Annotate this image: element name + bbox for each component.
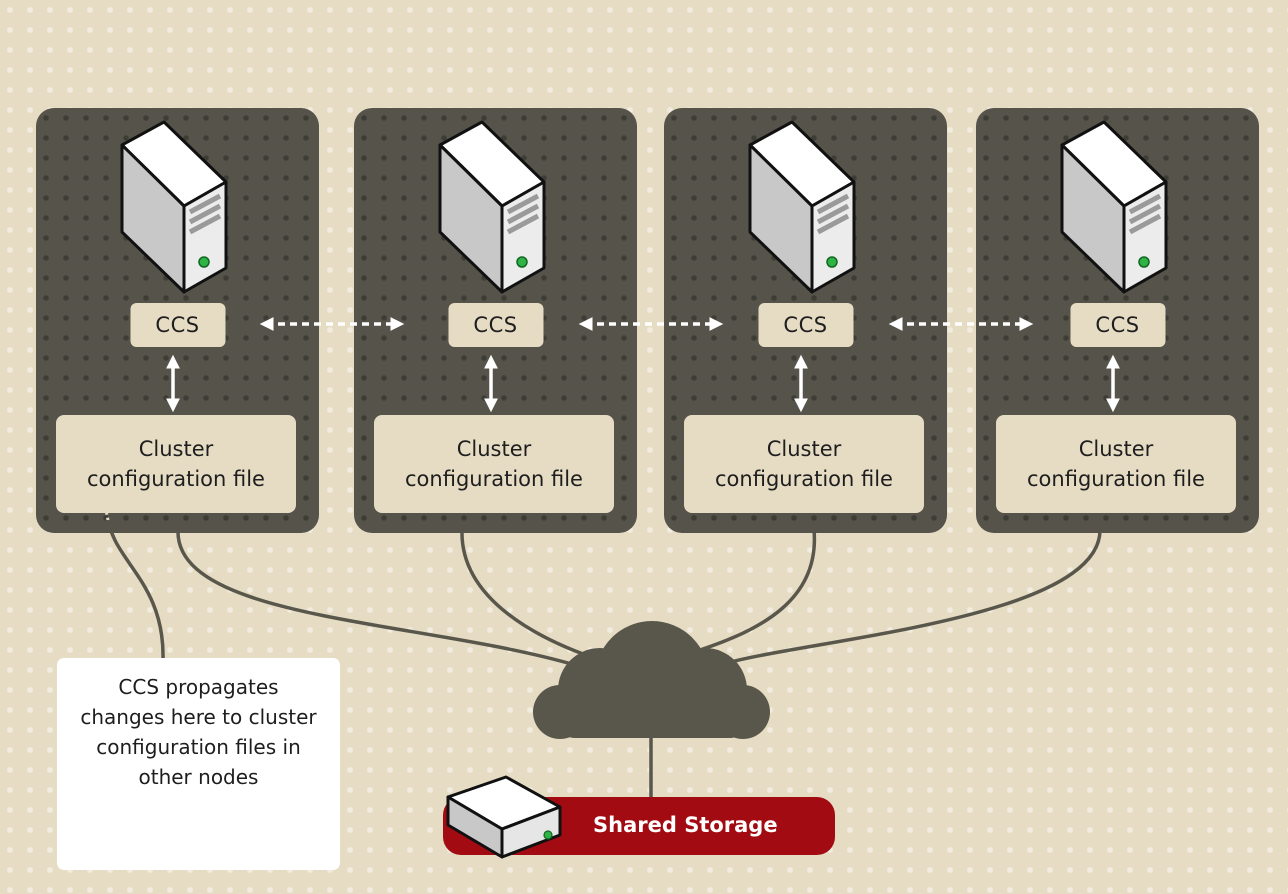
note-line: changes here to cluster <box>80 705 317 729</box>
config-file-subtitle: configuration file <box>715 467 893 491</box>
cluster-node-4: CCS Cluster configuration file <box>976 108 1259 533</box>
config-file-title: Cluster <box>766 437 842 461</box>
cable-node-2 <box>460 529 601 662</box>
config-file-subtitle: configuration file <box>87 467 265 491</box>
cable-node-4 <box>719 529 1102 667</box>
note-line: CCS propagates <box>118 675 279 699</box>
network-cloud-icon <box>533 621 770 739</box>
note-line: configuration files in <box>96 735 301 759</box>
note-connector-dash <box>102 499 110 521</box>
ccs-box: CCS <box>1070 303 1165 347</box>
config-file-box: Cluster configuration file <box>996 415 1236 513</box>
config-file-subtitle: configuration file <box>405 467 583 491</box>
shared-storage-label: Shared Storage <box>593 813 778 837</box>
storage-drive-icon <box>446 775 562 859</box>
server-icon <box>1060 120 1168 294</box>
cable-node-3 <box>699 529 817 652</box>
cable-node-1 <box>176 529 576 667</box>
ccs-box: CCS <box>448 303 543 347</box>
config-file-title: Cluster <box>138 437 214 461</box>
server-icon <box>120 120 228 294</box>
ccs-box: CCS <box>130 303 225 347</box>
config-file-box: Cluster configuration file <box>374 415 614 513</box>
server-icon <box>748 120 856 294</box>
ccs-box: CCS <box>758 303 853 347</box>
config-file-box: Cluster configuration file <box>684 415 924 513</box>
note-line: other nodes <box>138 765 259 789</box>
config-file-subtitle: configuration file <box>1027 467 1205 491</box>
server-icon <box>438 120 546 294</box>
config-file-box: Cluster configuration file <box>56 415 296 513</box>
config-file-title: Cluster <box>456 437 532 461</box>
config-file-title: Cluster <box>1078 437 1154 461</box>
propagation-note: CCS propagates changes here to cluster c… <box>57 658 340 870</box>
